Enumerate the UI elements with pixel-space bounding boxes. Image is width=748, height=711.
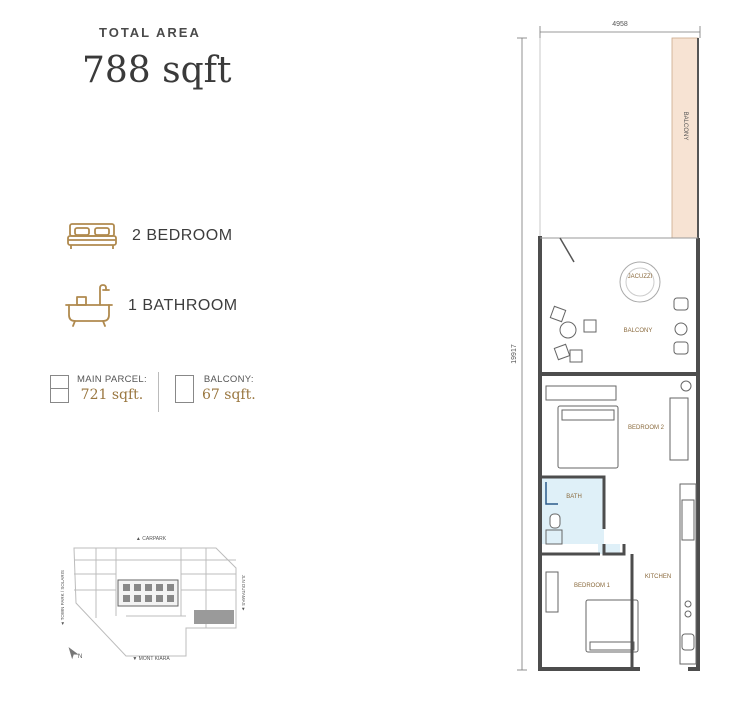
parcel-divider [158,372,159,412]
bed-icon [66,220,118,252]
main-parcel-icon [50,374,69,403]
floor-plan: 4958 19917 BALCONY JACUZZI BALCONY BEDRO… [511,21,701,671]
key-plan-unit-highlight [194,610,234,624]
balcony-strip [671,37,699,239]
balcony-parcel-icon [175,374,194,403]
key-plan-left-label: ◄ TOWN PARK / SOLARIS [60,570,65,626]
jacuzzi [619,261,661,303]
bedroom-count-label: 2 BEDROOM [132,227,233,244]
north-label: N [78,654,82,660]
kitchen-label: KITCHEN [645,574,671,580]
width-dimension: 4958 [612,21,628,28]
bedroom1-bed [585,599,639,653]
key-plan-top-label: ▲ CARPARK [136,536,167,542]
bedroom1-label: BEDROOM 1 [574,583,611,589]
balcony-parcel-value: 67 sqft. [202,387,256,403]
balcony-label: BALCONY [624,328,653,334]
key-plan-bottom-label: ▼ MONT KIARA [132,656,170,662]
key-plan: ▲ CARPARK ▼ MONT KIARA ◄ TOWN PARK / SOL… [60,536,246,662]
bedroom-count: 2 BEDROOM [66,220,233,252]
bedroom2-bed [557,405,619,469]
balcony-parcel: BALCONY: 67 sqft. [175,374,256,403]
bathroom-count: 1 BATHROOM [64,283,238,329]
key-plan-right-label: JLN DUTAMAS ► [241,575,246,612]
main-parcel: MAIN PARCEL: 721 sqft. [50,374,147,403]
balcony-strip-label: BALCONY [682,112,688,141]
bath-label: BATH [566,494,582,500]
balcony-table [559,321,577,339]
height-dimension: 19917 [511,344,518,364]
jacuzzi-label: JACUZZI [628,274,653,280]
main-parcel-value: 721 sqft. [80,387,144,403]
balcony-parcel-label: BALCONY: [203,374,254,385]
main-parcel-label: MAIN PARCEL: [77,374,147,385]
bedroom2-label: BEDROOM 2 [628,425,665,431]
total-area-label: TOTAL AREA [99,25,201,40]
bathroom-count-label: 1 BATHROOM [128,297,238,314]
north-arrow-icon: N [68,647,82,660]
bathtub-icon [64,283,114,329]
total-area-value: 788 sqft [82,50,232,91]
